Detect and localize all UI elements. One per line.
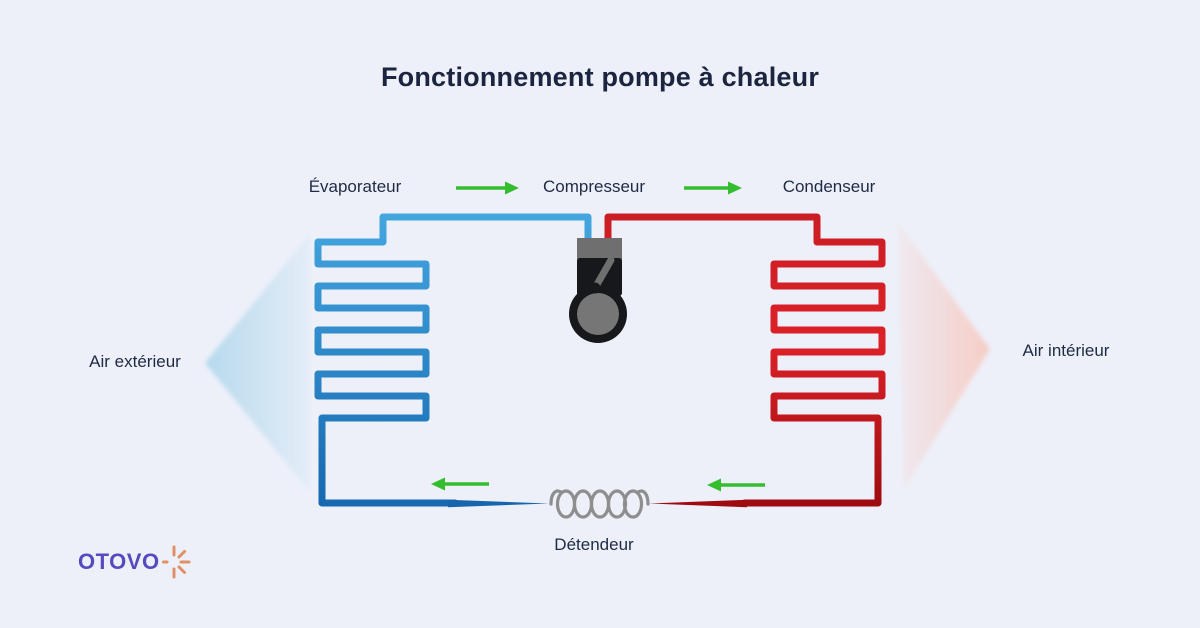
crank-pin bbox=[589, 282, 601, 294]
coil-loop bbox=[572, 489, 594, 519]
label-condenser: Condenseur bbox=[782, 177, 876, 196]
label-air-outside: Air extérieur bbox=[89, 352, 181, 371]
hot-pipe bbox=[604, 213, 886, 507]
hot-pipe-taper bbox=[649, 499, 747, 508]
coil-entry bbox=[549, 489, 563, 506]
cold-pipe-taper bbox=[448, 499, 549, 508]
flywheel-disc bbox=[577, 293, 619, 335]
flow-arrow-condenser-to-valve bbox=[707, 478, 765, 492]
cold-pipe bbox=[314, 213, 592, 507]
coil-loop bbox=[589, 489, 611, 519]
label-evaporator: Évaporateur bbox=[308, 177, 402, 196]
flow-arrow-compressor-to-condenser bbox=[684, 181, 742, 195]
flow-arrow-head bbox=[431, 477, 445, 491]
otovo-logo: OTOVO bbox=[78, 540, 192, 584]
label-expansion-valve: Détendeur bbox=[554, 535, 634, 554]
label-air-inside: Air intérieur bbox=[1022, 341, 1110, 360]
label-compressor: Compresseur bbox=[542, 177, 646, 196]
flow-arrow-evaporator-to-compressor bbox=[456, 181, 519, 195]
flow-arrow-valve-to-evaporator bbox=[431, 477, 489, 491]
air-flow-left-arrow bbox=[205, 234, 310, 492]
expansion-coil-icon bbox=[549, 489, 650, 519]
flow-arrow-head bbox=[728, 181, 742, 195]
flow-arrow-head bbox=[707, 478, 721, 492]
logo-spark-icon bbox=[161, 545, 191, 579]
compressor-icon bbox=[569, 238, 627, 343]
page-title: Fonctionnement pompe à chaleur bbox=[380, 62, 820, 92]
coil-loop bbox=[622, 489, 644, 519]
coil-exit bbox=[636, 489, 650, 506]
air-flow-right-arrow bbox=[898, 223, 990, 489]
coil-loop bbox=[555, 489, 577, 519]
flow-arrow-head bbox=[505, 181, 519, 195]
logo-wordmark: OTOVO bbox=[78, 549, 160, 574]
